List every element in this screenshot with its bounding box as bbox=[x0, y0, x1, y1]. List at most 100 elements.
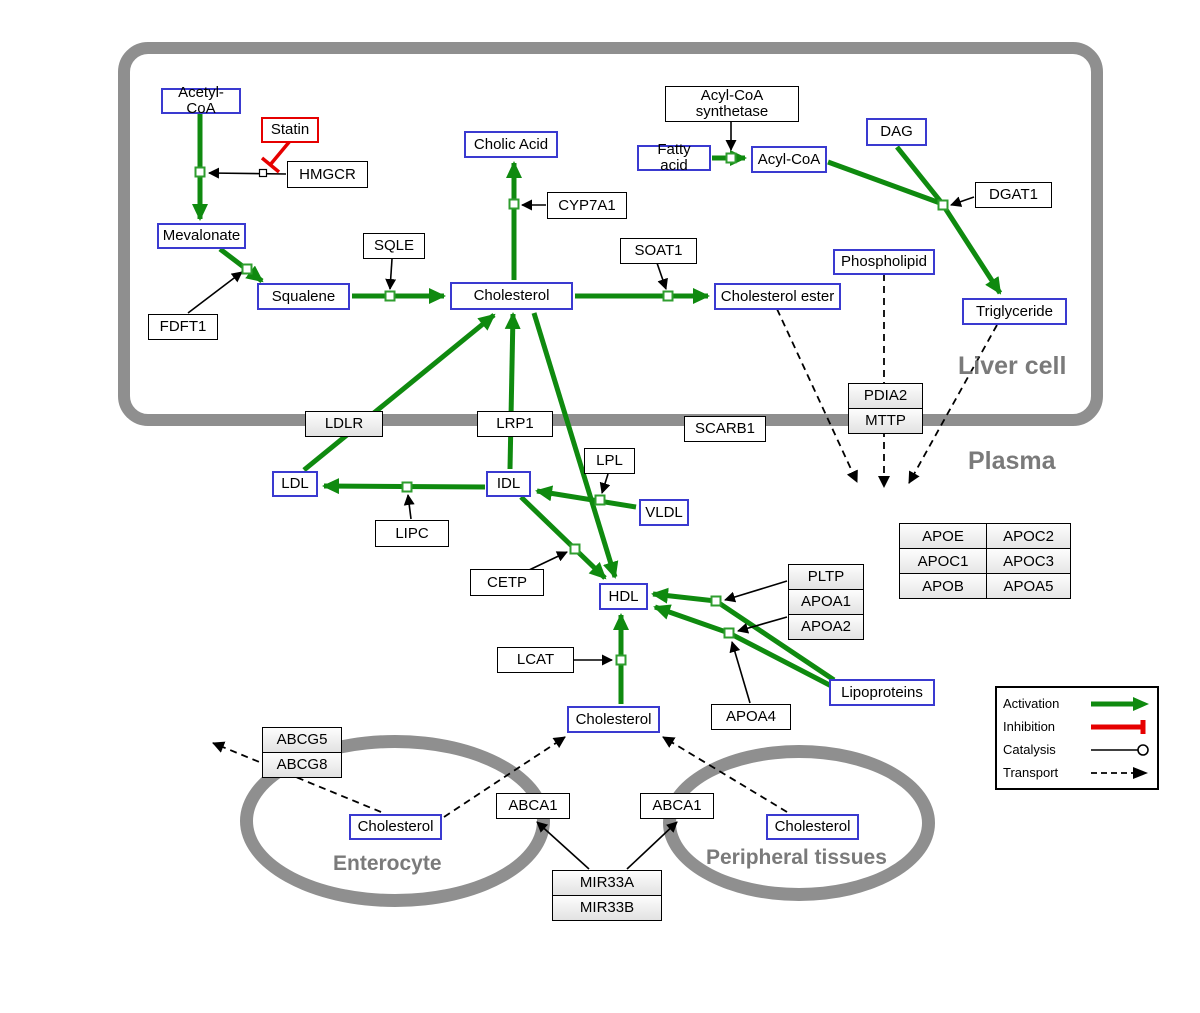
node-fdft1[interactable]: FDFT1 bbox=[148, 314, 218, 340]
node-dag[interactable]: DAG bbox=[866, 118, 927, 146]
node-abca1-peripheral[interactable]: ABCA1 bbox=[640, 793, 714, 819]
peripheral-tissues-label: Peripheral tissues bbox=[706, 846, 887, 869]
legend: Activation Inhibition Catalysis Transpor… bbox=[995, 686, 1159, 790]
node-apoc3[interactable]: APOC3 bbox=[987, 549, 1071, 574]
edge-apoa4-catalysis bbox=[729, 641, 751, 704]
node-scarb1[interactable]: SCARB1 bbox=[684, 416, 766, 442]
node-mir33b[interactable]: MIR33B bbox=[552, 895, 662, 921]
node-cholesterol-enterocyte[interactable]: Cholesterol bbox=[349, 814, 442, 840]
node-cholesterol-plasma[interactable]: Cholesterol bbox=[567, 706, 660, 733]
node-squalene[interactable]: Squalene bbox=[257, 283, 350, 310]
node-mir33a[interactable]: MIR33A bbox=[552, 870, 662, 896]
activation-arrow-icon bbox=[1091, 696, 1149, 711]
catalysis-edges bbox=[187, 122, 975, 870]
node-acyl-coa-synthetase[interactable]: Acyl-CoA synthetase bbox=[665, 86, 799, 122]
node-apob[interactable]: APOB bbox=[900, 574, 987, 599]
inhibition-edges bbox=[260, 139, 292, 174]
node-acetyl-coa[interactable]: Acetyl-CoA bbox=[161, 85, 241, 117]
node-apoc1[interactable]: APOC1 bbox=[900, 549, 987, 574]
legend-activation-row: Activation bbox=[1003, 694, 1151, 714]
edge-apoa12-catalysis bbox=[737, 616, 788, 634]
edge-hmgcr-catalysis bbox=[208, 167, 287, 179]
edge-dgat1-catalysis bbox=[950, 196, 975, 207]
edge-cetp-catalysis bbox=[526, 551, 568, 572]
node-cholesterol-peripheral[interactable]: Cholesterol bbox=[766, 814, 859, 840]
node-cyp7a1[interactable]: CYP7A1 bbox=[547, 192, 627, 219]
node-dgat1[interactable]: DGAT1 bbox=[975, 182, 1052, 208]
activation-edges bbox=[192, 114, 1003, 704]
edge-statin-hmgcr-bar bbox=[260, 156, 281, 174]
node-ldlr[interactable]: LDLR bbox=[305, 411, 383, 437]
node-apoe[interactable]: APOE bbox=[900, 524, 987, 549]
node-vldl[interactable]: VLDL bbox=[639, 499, 689, 526]
edge-sqle-catalysis bbox=[385, 258, 397, 290]
node-hdl[interactable]: HDL bbox=[599, 583, 648, 610]
node-cholic-acid[interactable]: Cholic Acid bbox=[464, 131, 558, 158]
apolipoprotein-table: APOE APOC2 APOC1 APOC3 APOB APOA5 bbox=[899, 523, 1071, 599]
edge-statin-hmgcr bbox=[268, 139, 292, 167]
edge-lipc-catalysis bbox=[403, 494, 415, 520]
transport-edges bbox=[212, 274, 998, 818]
legend-inhibition-label: Inhibition bbox=[1003, 719, 1056, 734]
edge-dgat-triglyceride bbox=[942, 206, 1003, 295]
node-idl[interactable]: IDL bbox=[486, 471, 531, 497]
node-apoa2[interactable]: APOA2 bbox=[788, 614, 864, 640]
node-abcg8[interactable]: ABCG8 bbox=[262, 752, 342, 778]
edge-ldl-cholesterol bbox=[302, 313, 496, 472]
node-apoc2[interactable]: APOC2 bbox=[987, 524, 1071, 549]
node-fatty-acid[interactable]: Fatty acid bbox=[637, 142, 711, 174]
legend-catalysis-row: Catalysis bbox=[1003, 740, 1151, 760]
edge-fdft1-catalysis bbox=[187, 271, 243, 314]
edge-mir33-abca1-right bbox=[626, 821, 678, 870]
legend-inhibition-row: Inhibition bbox=[1003, 717, 1151, 737]
node-sqle[interactable]: SQLE bbox=[363, 233, 425, 259]
node-phospholipid[interactable]: Phospholipid bbox=[833, 249, 935, 275]
edge-dag-dgat bbox=[895, 145, 943, 204]
node-soat1[interactable]: SOAT1 bbox=[620, 238, 697, 264]
node-hmgcr[interactable]: HMGCR bbox=[287, 161, 368, 188]
catalysis-circle-icon bbox=[1091, 743, 1149, 756]
legend-transport-label: Transport bbox=[1003, 765, 1059, 780]
edge-idl-hdl-cetp bbox=[519, 495, 607, 580]
edge-vldl-idl bbox=[535, 485, 637, 510]
node-lcat[interactable]: LCAT bbox=[497, 647, 574, 673]
node-acyl-coa[interactable]: Acyl-CoA bbox=[751, 146, 827, 173]
node-triglyceride[interactable]: Triglyceride bbox=[962, 298, 1067, 325]
node-ldl[interactable]: LDL bbox=[272, 471, 318, 497]
node-lipc[interactable]: LIPC bbox=[375, 520, 449, 547]
edge-cholesterol-hdl bbox=[531, 312, 619, 579]
legend-activation-label: Activation bbox=[1003, 696, 1060, 711]
edge-enterocyte-abca1-cholesterol bbox=[443, 736, 566, 818]
edge-pltp-catalysis bbox=[724, 580, 788, 603]
edge-peripheral-abca1-cholesterol bbox=[662, 736, 788, 813]
node-apoa1[interactable]: APOA1 bbox=[788, 589, 864, 615]
edge-mevalonate-squalene bbox=[218, 247, 264, 283]
node-pltp[interactable]: PLTP bbox=[788, 564, 864, 590]
node-apoa5[interactable]: APOA5 bbox=[987, 574, 1071, 599]
inhibition-bar-icon bbox=[1091, 719, 1146, 734]
legend-catalysis-label: Catalysis bbox=[1003, 742, 1056, 757]
node-lrp1[interactable]: LRP1 bbox=[477, 411, 553, 437]
legend-transport-row: Transport bbox=[1003, 763, 1151, 783]
node-lipoproteins[interactable]: Lipoproteins bbox=[829, 679, 935, 706]
transport-arrow-icon bbox=[1091, 766, 1148, 779]
node-abca1-enterocyte[interactable]: ABCA1 bbox=[496, 793, 570, 819]
node-cholesterol-ester[interactable]: Cholesterol ester bbox=[714, 283, 841, 310]
node-apoa4[interactable]: APOA4 bbox=[711, 704, 791, 730]
node-cholesterol-liver[interactable]: Cholesterol bbox=[450, 282, 573, 310]
node-abcg5[interactable]: ABCG5 bbox=[262, 727, 342, 753]
enterocyte-label: Enterocyte bbox=[333, 852, 442, 875]
node-cetp[interactable]: CETP bbox=[470, 569, 544, 596]
edge-soat1-catalysis bbox=[656, 262, 668, 290]
edge-triglyceride-plasma bbox=[908, 324, 998, 484]
plasma-label: Plasma bbox=[968, 447, 1056, 475]
node-statin[interactable]: Statin bbox=[261, 117, 319, 143]
node-mevalonate[interactable]: Mevalonate bbox=[157, 223, 246, 249]
node-mttp[interactable]: MTTP bbox=[848, 408, 923, 434]
node-lpl[interactable]: LPL bbox=[584, 448, 635, 474]
liver-cell-label: Liver cell bbox=[958, 352, 1067, 380]
node-pdia2[interactable]: PDIA2 bbox=[848, 383, 923, 409]
edge-mir33-abca1-left bbox=[536, 821, 590, 870]
